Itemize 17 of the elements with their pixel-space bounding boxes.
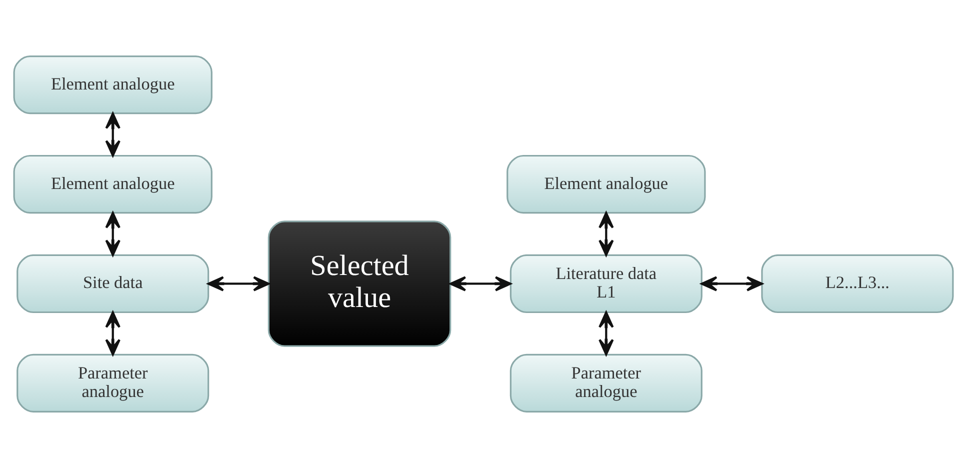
node-box: Parameter analogue (16, 354, 210, 412)
arrow (105, 212, 120, 256)
node-box: Selected value (268, 220, 452, 347)
arrow (598, 212, 614, 256)
arrow (207, 276, 270, 292)
arrow (105, 311, 120, 356)
node-box: L2...L3... (761, 254, 954, 314)
arrow (105, 112, 120, 157)
node-box: Literature data L1 (510, 254, 702, 314)
arrow (450, 276, 512, 292)
node-box: Element analogue (506, 154, 706, 214)
arrow (700, 276, 763, 292)
node-box: Element analogue (13, 56, 212, 114)
node-box: Element analogue (13, 154, 212, 214)
arrow (598, 311, 614, 356)
node-box: Parameter analogue (510, 354, 702, 412)
node-box: Site data (16, 254, 210, 314)
